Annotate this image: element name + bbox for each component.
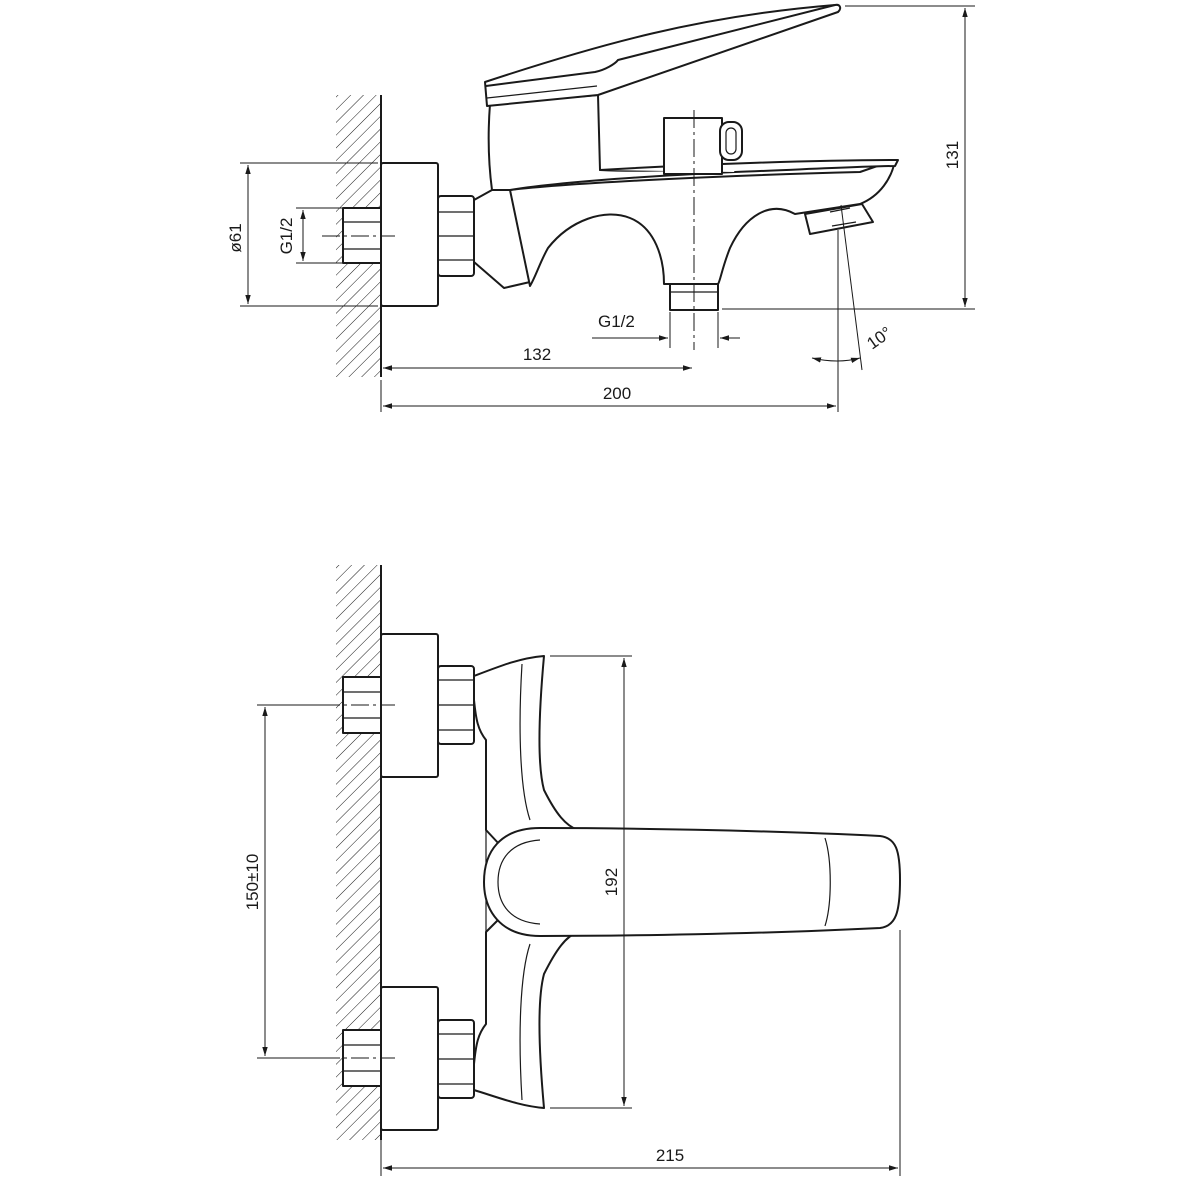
body-lower-arm <box>473 917 579 1109</box>
lever-top-edge <box>485 4 836 87</box>
body-upper-arm <box>473 655 579 846</box>
dim-131-label: 131 <box>943 141 962 169</box>
mixer-lever <box>484 3 842 107</box>
spray-axis <box>840 204 863 371</box>
dim-g12-outlet-label: G1/2 <box>598 312 635 331</box>
spout-tip-edge <box>824 837 831 927</box>
top-view: 150±10 192 215 <box>243 565 901 1176</box>
dim-215-label: 215 <box>656 1146 684 1165</box>
dim-d61-label: ø61 <box>226 223 245 252</box>
faucet-body <box>509 159 896 287</box>
side-view: ø61 G1/2 G1/2 132 200 131 10° <box>226 3 975 412</box>
spout-handle <box>483 827 901 937</box>
dim-200-label: 200 <box>603 384 631 403</box>
dim-150-label: 150±10 <box>243 854 262 911</box>
dim-g12-inlet-label: G1/2 <box>277 218 296 255</box>
escutcheon <box>380 162 439 307</box>
aerator <box>804 203 874 235</box>
diverter-handle <box>719 121 743 161</box>
dim-132-label: 132 <box>523 345 551 364</box>
dim-192-label: 192 <box>602 868 621 896</box>
spout-top <box>599 159 899 173</box>
diverter-knob <box>663 117 723 175</box>
dim-angle-label: 10° <box>863 323 895 353</box>
